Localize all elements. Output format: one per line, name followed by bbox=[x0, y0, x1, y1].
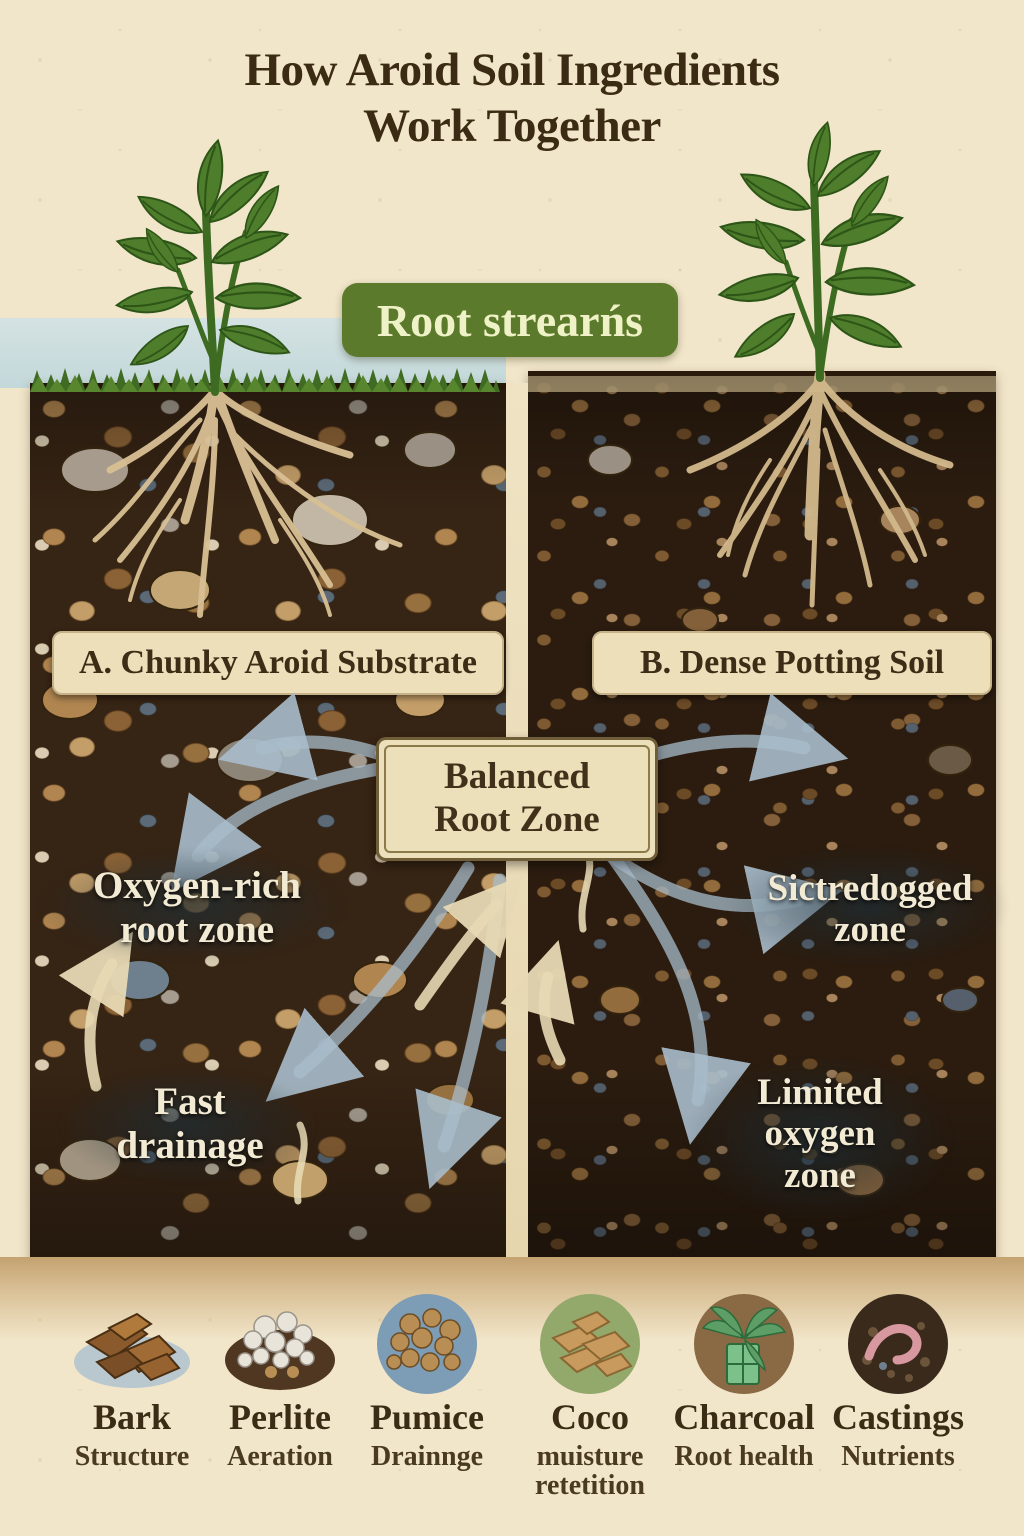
grass-fringe bbox=[30, 368, 500, 392]
ingredient-pumice: Pumice Drainnge bbox=[347, 1282, 507, 1471]
zone-label-oxygen-rich: Oxygen-rich root zone bbox=[93, 864, 301, 951]
panel-label-dense: B. Dense Potting Soil bbox=[592, 631, 992, 695]
zone-shadow bbox=[686, 1056, 954, 1222]
zone-label-fast-drainage: Fast drainage bbox=[116, 1080, 264, 1167]
zone-label-waterlogged: Sictredogged zone bbox=[767, 868, 973, 951]
zone-shadow bbox=[58, 1066, 318, 1184]
panel-label-chunky-text: A. Chunky Aroid Substrate bbox=[78, 644, 478, 681]
arrow-cream-up-right bbox=[414, 875, 523, 1011]
bark-icon bbox=[74, 1312, 190, 1388]
title-line-1: How Aroid Soil Ingredients bbox=[244, 44, 780, 96]
page-title: How Aroid Soil Ingredients Work Together bbox=[0, 42, 1024, 155]
ingredient-charcoal: Charcoal Root health bbox=[664, 1282, 824, 1471]
arrow-down bbox=[415, 873, 507, 1190]
zone-shadow bbox=[36, 848, 348, 964]
perlite-icon bbox=[225, 1311, 335, 1390]
root-streams-banner: Root strearńs bbox=[342, 283, 678, 357]
balanced-root-zone-plaque: Balanced Root Zone bbox=[376, 737, 658, 861]
panel-label-dense-text: B. Dense Potting Soil bbox=[639, 644, 945, 681]
ingredient-bark: Bark Structure bbox=[52, 1282, 212, 1471]
plant-right bbox=[716, 119, 917, 382]
plaque-line-2: Root Zone bbox=[434, 799, 600, 840]
arrow-cream-up bbox=[500, 939, 575, 1066]
plant-left bbox=[113, 137, 303, 396]
zone-shadow bbox=[726, 846, 1010, 966]
plaque-line-1: Balanced bbox=[444, 756, 590, 798]
zone-label-limited-oxygen: Limited oxygen zone bbox=[757, 1072, 883, 1196]
charcoal-icon bbox=[694, 1294, 794, 1394]
root-streams-label: Root strearńs bbox=[376, 294, 644, 346]
ingredient-coco: Coco muisture retetition bbox=[510, 1282, 670, 1501]
title-line-2: Work Together bbox=[363, 100, 661, 153]
ingredient-castings: Castings Nutrients bbox=[818, 1282, 978, 1471]
coco-icon bbox=[540, 1294, 640, 1394]
ingredient-perlite: Perlite Aeration bbox=[200, 1282, 360, 1471]
roots-left bbox=[92, 380, 403, 618]
roots-right bbox=[686, 369, 954, 608]
pumice-icon bbox=[377, 1294, 477, 1394]
castings-icon bbox=[848, 1294, 948, 1394]
plants-layer bbox=[30, 119, 954, 618]
